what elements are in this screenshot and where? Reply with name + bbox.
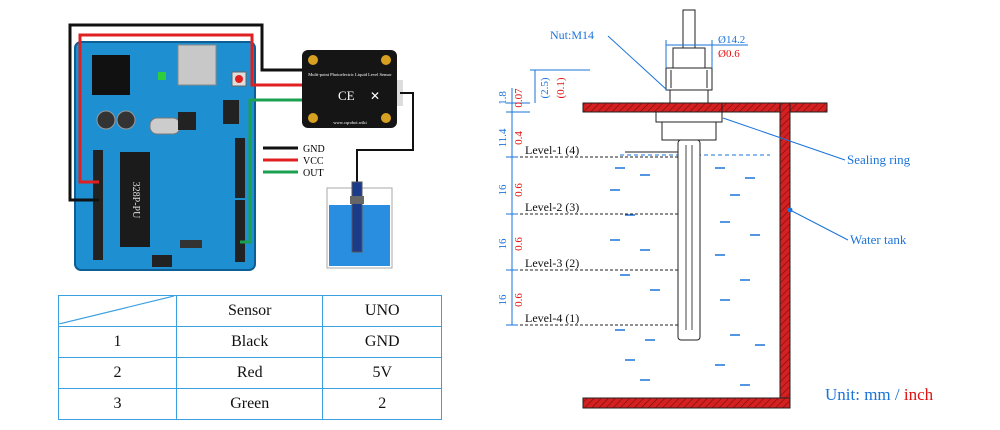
row-no: 2 [58, 357, 177, 389]
sensor-title: Multi-point Photoelectric Liquid Level S… [308, 72, 392, 77]
dim-step3-in: 0.6 [513, 293, 525, 307]
dim-step3-mm: 16 [497, 294, 509, 306]
chip-label: 328P-PU [130, 182, 141, 219]
table-row: 2 Red 5V [58, 357, 442, 389]
dim-thread-mm: (2.5) [539, 77, 551, 98]
installation-drawing: 1.8 0.07 (2.5) (0.1) 11.4 0.4 16 0.6 16 … [497, 9, 934, 409]
wiring-table: Sensor UNO 1 Black GND 2 Red 5V 3 Green … [58, 295, 442, 420]
probe-cable [682, 9, 696, 51]
table-row: 3 Green 2 [58, 388, 442, 420]
lower-nut [661, 121, 717, 141]
probe-nut [665, 67, 713, 91]
dim-gap-mm: 11.4 [497, 128, 509, 147]
tank-bottom-wall [582, 397, 791, 409]
dim-top-in: 0.07 [513, 88, 525, 108]
svg-text:✕: ✕ [370, 89, 380, 103]
level-3-label: Level-3 (2) [525, 256, 579, 270]
legend-gnd: GND [303, 144, 325, 155]
water-tank-label: Water tank [850, 232, 907, 247]
row-uno: 2 [322, 388, 442, 420]
probe [351, 181, 363, 253]
wiring-diagram: 328P-PU Multi-point Photoelectric Liquid… [68, 23, 414, 271]
ce-mark: CE [338, 88, 355, 103]
row-uno: 5V [322, 357, 442, 389]
row-uno: GND [322, 326, 442, 358]
dim-step1-in: 0.6 [513, 183, 525, 197]
water-tank-leader [789, 209, 849, 241]
legend-out: OUT [303, 168, 324, 179]
row-no: 3 [58, 388, 177, 420]
row-no: 1 [58, 326, 177, 358]
sensor-module [302, 50, 397, 128]
nut-label: Nut:M14 [550, 28, 594, 42]
level-4-label: Level-4 (1) [525, 311, 579, 325]
unit-legend: Unit: mm / inch [825, 385, 934, 404]
header-uno: UNO [322, 295, 442, 327]
dim-top-mm: 1.8 [497, 91, 509, 105]
sealing-ring-label: Sealing ring [847, 152, 911, 167]
dim-step1-mm: 16 [497, 184, 509, 196]
level-2-label: Level-2 (3) [525, 200, 579, 214]
probe-tube [677, 139, 701, 341]
power-jack [92, 55, 130, 95]
level-1-label: Level-1 (4) [525, 143, 579, 157]
header-sensor: Sensor [175, 295, 324, 327]
table-header-row: Sensor UNO [58, 295, 442, 327]
wire-green [240, 98, 305, 244]
dim-step2-mm: 16 [497, 238, 509, 250]
atmega-chip [120, 152, 150, 247]
dia-mm: Ø14.2 [718, 34, 745, 46]
tank-right-wall [779, 102, 791, 409]
dim-thread-in: (0.1) [555, 77, 567, 98]
dim-step2-in: 0.6 [513, 237, 525, 251]
sensor-url: www.cqrobot.wiki [333, 120, 367, 125]
dim-gap-in: 0.4 [513, 131, 525, 145]
wire-black [68, 23, 305, 202]
row-sensor: Green [175, 388, 324, 420]
legend-vcc: VCC [303, 156, 324, 167]
row-sensor: Black [175, 326, 324, 358]
table-row: 1 Black GND [58, 326, 442, 358]
sealing-ring-leader [722, 117, 846, 161]
usb-port [177, 44, 217, 86]
wire-red [78, 33, 305, 184]
row-sensor: Red [175, 357, 324, 389]
dia-in: Ø0.6 [718, 48, 740, 60]
header-corner [58, 295, 177, 327]
water-pattern [610, 167, 765, 386]
